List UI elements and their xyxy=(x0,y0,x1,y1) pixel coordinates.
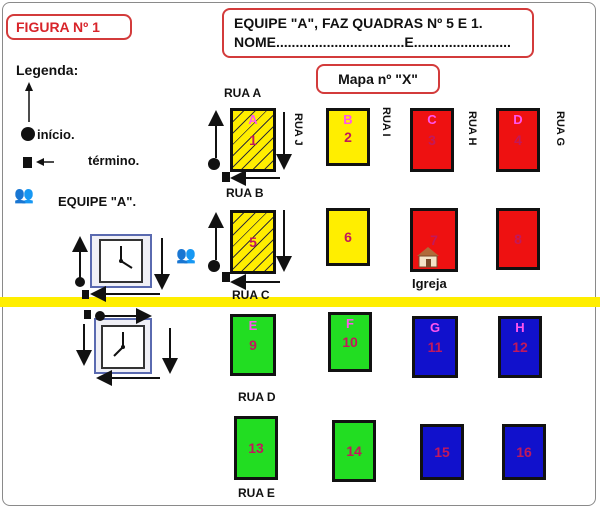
legend-title: Legenda: xyxy=(16,62,79,78)
city-block: C 3 xyxy=(410,108,454,172)
street-label-rua-a: RUA A xyxy=(224,86,262,100)
legend-end-label: término. xyxy=(88,153,140,168)
block-number: 1 xyxy=(249,132,257,148)
street-label-rua-d: RUA D xyxy=(238,390,276,404)
city-block: 6 xyxy=(326,208,370,266)
clock-diagram-lower xyxy=(94,318,152,374)
block-number: 7 xyxy=(430,232,438,248)
route-end-square-icon xyxy=(222,172,230,182)
route-end-square-icon xyxy=(222,272,230,282)
clock-face-icon xyxy=(99,239,143,283)
end-square-icon xyxy=(23,157,32,168)
city-block: 8 xyxy=(496,208,540,270)
city-block: 16 xyxy=(502,424,546,480)
city-block: 14 xyxy=(332,420,376,482)
block-letter: D xyxy=(513,112,523,127)
clock-end-square-icon xyxy=(84,310,91,319)
block-number: 14 xyxy=(346,443,362,459)
clock-face-icon xyxy=(101,325,145,369)
block-number: 8 xyxy=(514,231,522,247)
block-letter: A xyxy=(248,112,258,127)
block-letter: G xyxy=(429,320,441,335)
legend-left-arrow-icon xyxy=(36,158,54,166)
block-number: 16 xyxy=(516,444,532,460)
block-number: 3 xyxy=(428,132,436,148)
city-block: 7 xyxy=(410,208,458,272)
team-marker-icon: 👥 xyxy=(176,247,196,264)
block-number: 5 xyxy=(249,234,257,250)
street-label-rua-h: RUA H xyxy=(466,111,478,146)
clock-end-square-icon xyxy=(82,290,89,299)
name-fill-line: NOME.................................E..… xyxy=(234,34,511,50)
outer-frame xyxy=(2,2,596,506)
block-number: 9 xyxy=(249,337,257,353)
main-avenue-stripe xyxy=(0,297,600,307)
city-block: F 10 xyxy=(328,312,372,372)
team-people-icon: 👥 xyxy=(14,187,34,204)
block-number: 2 xyxy=(344,129,352,145)
team-assignment-line: EQUIPE "A", FAZ QUADRAS Nº 5 E 1. xyxy=(234,15,483,31)
city-block: E 9 xyxy=(230,314,276,376)
clock-start-dot-icon xyxy=(75,277,85,287)
block-number: 11 xyxy=(427,339,443,355)
city-block: B 2 xyxy=(326,108,370,166)
legend-start-label: início. xyxy=(37,127,75,142)
map-label: Mapa nº "X" xyxy=(316,64,440,94)
city-block: 5 xyxy=(230,210,276,274)
city-block: 15 xyxy=(420,424,464,480)
city-block: G 11 xyxy=(412,316,458,378)
team-assignment-box: EQUIPE "A", FAZ QUADRAS Nº 5 E 1. NOME..… xyxy=(222,8,534,58)
street-label-rua-g: RUA G xyxy=(554,111,566,147)
block-number: 12 xyxy=(512,339,528,355)
block-number: 15 xyxy=(434,444,450,460)
block-number: 4 xyxy=(514,132,522,148)
legend-team-label: EQUIPE "A". xyxy=(58,194,137,209)
route-start-dot-icon xyxy=(208,260,220,272)
street-label-rua-b: RUA B xyxy=(226,186,264,200)
street-label-rua-i: RUA I xyxy=(380,107,392,137)
city-block: 13 xyxy=(234,416,278,480)
block-letter: H xyxy=(515,320,525,335)
city-block: H 12 xyxy=(498,316,542,378)
city-block: D 4 xyxy=(496,108,540,172)
church-icon xyxy=(417,247,439,268)
block-letter: F xyxy=(346,316,354,331)
clock-diagram-upper xyxy=(90,234,152,288)
route-start-dot-icon xyxy=(208,158,220,170)
legend-direction-arrow-icon xyxy=(25,82,33,122)
church-label: Igreja xyxy=(412,276,447,291)
city-block: A 1 xyxy=(230,108,276,172)
legend-symbols xyxy=(21,82,54,168)
figure-tag: FIGURA Nº 1 xyxy=(6,14,132,40)
team-route-arrows xyxy=(208,110,292,290)
street-label-rua-e: RUA E xyxy=(238,486,275,500)
block-number: 10 xyxy=(342,334,358,350)
block-number: 13 xyxy=(248,440,264,456)
block-letter: E xyxy=(248,318,258,333)
street-label-rua-c: RUA C xyxy=(232,288,270,302)
clock-route-arrows xyxy=(72,236,178,386)
block-letter: C xyxy=(427,112,437,127)
block-letter: B xyxy=(343,112,353,127)
start-dot-icon xyxy=(21,127,35,141)
clock-start-dot-icon xyxy=(95,311,105,321)
block-number: 6 xyxy=(344,229,352,245)
